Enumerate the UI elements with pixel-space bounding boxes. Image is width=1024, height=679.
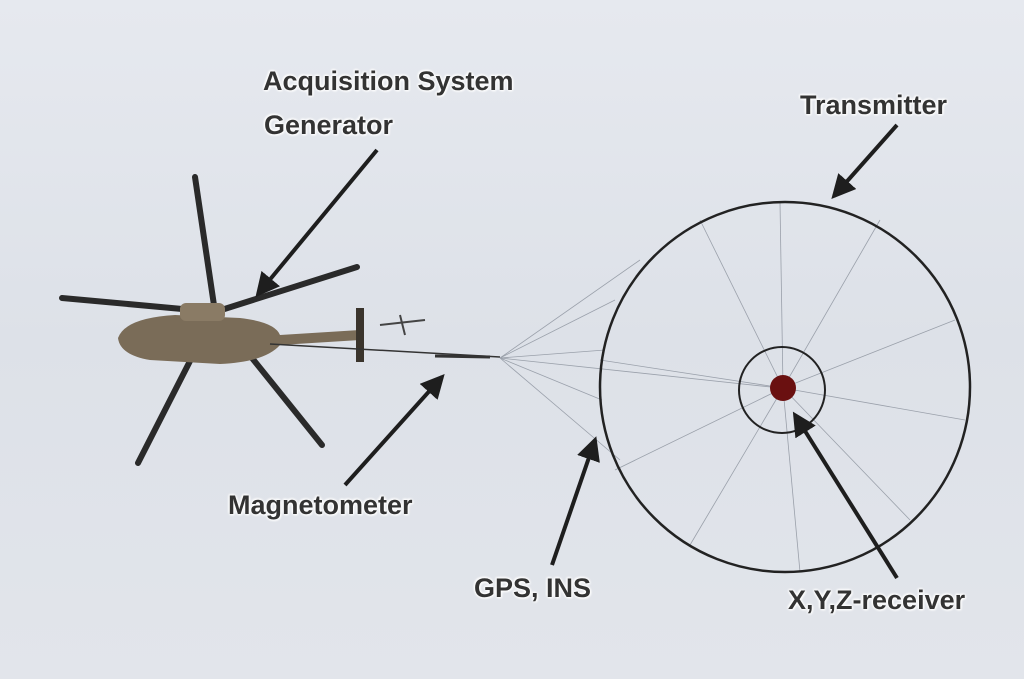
label-receiver: X,Y,Z-receiver — [788, 585, 966, 615]
transmitter-loop — [598, 200, 972, 574]
label-magnetometer: Magnetometer — [228, 490, 413, 520]
label-gps-ins: GPS, INS — [474, 573, 592, 603]
label-generator: Generator — [264, 110, 394, 140]
net-lines — [499, 201, 966, 573]
helicopter — [59, 174, 426, 466]
tow-cable — [269, 343, 501, 359]
label-arrows — [255, 123, 899, 580]
receiver-ring — [738, 346, 826, 434]
receiver-sphere — [770, 375, 796, 401]
label-acquisition-system: Acquisition System — [263, 66, 514, 96]
label-transmitter: Transmitter — [800, 90, 948, 120]
